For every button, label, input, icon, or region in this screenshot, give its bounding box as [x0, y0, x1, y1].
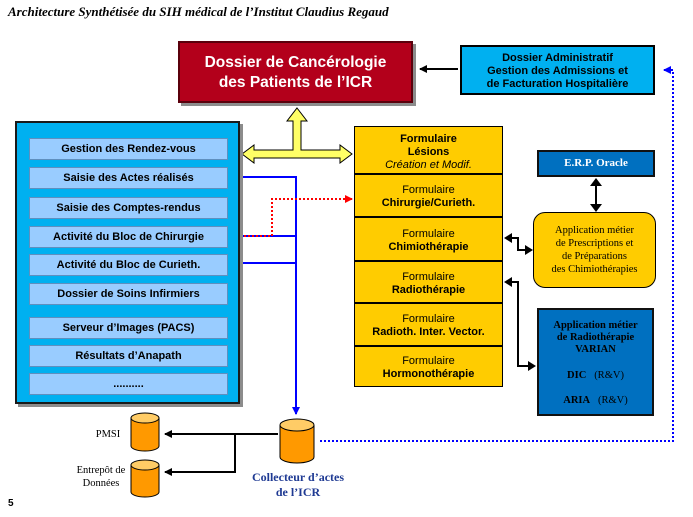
app-varian-box: Application métier de Radiothérapie VARI… [537, 308, 654, 416]
dossier-cancerologie-line1: Dossier de Cancérologie [204, 54, 387, 71]
formulaires-column: Formulaire Lésions Création et Modif. Fo… [354, 126, 503, 387]
app-chimio-line2: de Prescriptions et [555, 238, 634, 249]
form-radioth-inter-line2: Radioth. Inter. Vector. [372, 326, 485, 338]
form-hormono-line2: Hormonothérapie [382, 368, 475, 380]
form-lesions-line2: Lésions [407, 146, 450, 158]
dossier-administratif-box: Dossier Administratif Gestion des Admiss… [460, 45, 655, 95]
form-radio-line1: Formulaire [402, 271, 455, 283]
app-varian-line1: Application métier [553, 320, 638, 331]
item-soins-infirmiers: Dossier de Soins Infirmiers [29, 283, 228, 305]
arrow-radio-varian [506, 281, 531, 367]
app-chimio-line1: Application métier [554, 225, 635, 236]
app-varian-dic: DIC [567, 370, 587, 381]
admin-line1: Dossier Administratif [502, 52, 613, 64]
form-radiotherapie: Formulaire Radiothérapie [354, 261, 503, 303]
collector-line2: de l’ICR [275, 485, 321, 499]
form-chimio-line1: Formulaire [402, 228, 455, 240]
form-radioth-inter-line1: Formulaire [402, 313, 455, 325]
dossier-cancerologie-line2: des Patients de l’ICR [218, 74, 373, 91]
item-anapath: Résultats d’Anapath [29, 345, 228, 367]
item-saisie-comptes-rendus: Saisie des Comptes-rendus [29, 197, 228, 219]
form-chirurgie: Formulaire Chirurgie/Curieth. [354, 174, 503, 217]
item-bloc-curieth: Activité du Bloc de Curieth. [29, 254, 228, 276]
form-chirurgie-line1: Formulaire [402, 184, 455, 196]
form-hormono-line1: Formulaire [402, 355, 455, 367]
dossier-cancerologie-box: Dossier de Cancérologie des Patients de … [178, 41, 413, 103]
blue-dotted-collector-admin [320, 66, 674, 442]
form-lesions: Formulaire Lésions Création et Modif. [354, 126, 503, 174]
form-chimiotherapie: Formulaire Chimiothérapie [354, 217, 503, 261]
item-pacs: Serveur d’Images (PACS) [29, 317, 228, 339]
collector-label: Collecteur d’actes de l’ICR [238, 470, 358, 500]
form-hormonotherapie: Formulaire Hormonothérapie [354, 346, 503, 387]
form-lesions-line1: Formulaire [400, 133, 457, 145]
collector-cylinder [279, 418, 315, 464]
form-radio-line2: Radiothérapie [391, 284, 466, 296]
page-number: 5 [8, 498, 14, 509]
red-dotted-chirurgie [232, 195, 353, 237]
app-varian-line3: VARIAN [575, 344, 616, 355]
entrepot-line1: Entrepôt de [76, 465, 126, 476]
app-varian-aria: ARIA [563, 395, 591, 406]
page-title: Architecture Synthétisée du SIH médical … [8, 4, 389, 19]
arrow-to-entrepot [164, 434, 236, 476]
entrepot-label: Entrepôt de Données [72, 464, 130, 490]
form-chirurgie-line2: Chirurgie/Curieth. [381, 197, 476, 209]
item-saisie-actes: Saisie des Actes réalisés [29, 167, 228, 189]
entrepot-line2: Données [82, 478, 120, 489]
erp-oracle-box: E.R.P. Oracle [537, 150, 655, 177]
form-radioth-inter: Formulaire Radioth. Inter. Vector. [354, 303, 503, 346]
app-chimio-box: Application métier de Prescriptions et d… [533, 212, 656, 288]
item-bloc-chirurgie: Activité du Bloc de Chirurgie [29, 226, 228, 248]
left-panel: Gestion des Rendez-vous Saisie des Actes… [15, 121, 240, 404]
collector-line1: Collecteur d’actes [251, 470, 345, 484]
form-lesions-line3: Création et Modif. [385, 159, 472, 171]
form-chimio-line2: Chimiothérapie [388, 241, 469, 253]
app-varian-line2: de Radiothérapie [556, 332, 635, 343]
app-varian-aria-note: (R&V) [597, 395, 628, 406]
app-varian-dic-note: (R&V) [594, 370, 624, 381]
app-chimio-line4: des Chimiothérapies [551, 264, 638, 275]
pmsi-cylinder [130, 412, 160, 452]
admin-line2: Gestion des Admissions et [487, 65, 628, 77]
blue-line-actes [230, 176, 300, 415]
entrepot-cylinder [130, 459, 160, 498]
item-ellipsis: .......... [29, 373, 228, 395]
pmsi-label: PMSI [95, 429, 121, 440]
yellow-tri-arrow [241, 107, 353, 164]
item-rendez-vous: Gestion des Rendez-vous [29, 138, 228, 160]
app-chimio-line3: de Préparations [561, 251, 628, 262]
admin-line3: de Facturation Hospitalière [486, 78, 629, 90]
